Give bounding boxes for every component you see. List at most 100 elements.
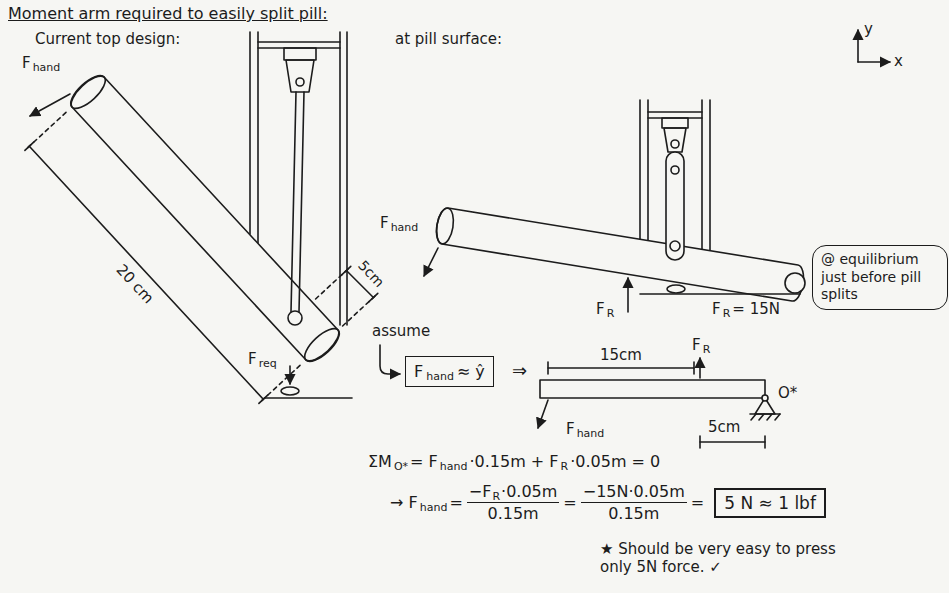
- assumption-box: Fhand≈ ŷ: [405, 356, 494, 387]
- box-text: @ equilibrium just before pill splits: [821, 251, 921, 302]
- axis-arrow: [858, 30, 890, 62]
- fraction: −15N·0.05m 0.15m: [581, 482, 687, 523]
- axis-label: y: [864, 20, 873, 38]
- force-arrow: [699, 358, 701, 378]
- label-text: F: [596, 300, 605, 318]
- subscript-text: hand: [577, 427, 605, 440]
- label-text: −15N·0.05m: [583, 482, 685, 501]
- label-text: 5cm: [708, 418, 740, 436]
- lever-arm: [66, 70, 111, 113]
- page-title: Moment arm required to easily split pill…: [8, 4, 328, 23]
- pin-support: [751, 414, 756, 420]
- condition-box: @ equilibrium just before pill splits: [812, 245, 948, 310]
- tube-wall: [249, 32, 251, 234]
- numerator: −15N·0.05m: [581, 482, 687, 503]
- dimension-line: [693, 362, 695, 374]
- assume-arrow: [380, 345, 400, 374]
- label-text: = 15N: [732, 300, 780, 318]
- piston: [648, 111, 702, 113]
- denominator: 0.15m: [608, 503, 659, 523]
- lever-arm: [436, 208, 803, 301]
- label-text: =: [449, 493, 462, 512]
- dimension-line: [699, 436, 701, 448]
- label-text: 15cm: [600, 346, 642, 364]
- label-text: 0.15m: [608, 504, 659, 523]
- label-text: 0.15m: [487, 504, 538, 523]
- tube-wall: [346, 32, 348, 325]
- label-text: ★ Should be very easy to press only 5N f…: [600, 540, 836, 576]
- dimension-label: 20 cm: [112, 260, 157, 307]
- subscript-text: hand: [420, 501, 448, 514]
- subscript-text: O*: [394, 460, 408, 473]
- label-text: F: [692, 336, 701, 354]
- subscript-text: hand: [33, 61, 61, 74]
- dimension-line: [548, 362, 765, 448]
- section-heading: at pill surface:: [395, 30, 502, 48]
- label-text: ·0.05m = 0: [570, 452, 660, 471]
- label-text: ΣM: [368, 452, 392, 471]
- piston: [671, 140, 679, 148]
- force-arrow: [538, 400, 548, 428]
- label-text: 20 cm: [112, 260, 157, 307]
- link-rod: [299, 92, 304, 312]
- box-text: F: [414, 362, 423, 381]
- link-rod: [291, 92, 296, 312]
- label-text: −F: [469, 482, 492, 501]
- piston: [286, 60, 314, 92]
- force-arrow: [424, 248, 438, 276]
- label-text: O*: [778, 384, 797, 402]
- label-text: ⇒: [512, 360, 527, 382]
- label-text: → F: [390, 493, 418, 512]
- pin-support: [762, 395, 768, 401]
- subscript-text: R: [561, 460, 569, 473]
- piston: [258, 41, 340, 43]
- beam: [540, 380, 765, 398]
- pill: [265, 397, 352, 399]
- pin-support: [759, 414, 764, 420]
- tube-wall: [339, 32, 341, 325]
- moment-equation: ΣMO*= Fhand·0.15m + FR·0.05m = 0: [368, 452, 660, 471]
- fraction: −FR·0.05m0.15m: [467, 482, 560, 523]
- pin-support: [767, 414, 772, 420]
- label-text: F: [22, 54, 31, 72]
- force-label: FR= 15N: [712, 300, 780, 318]
- denominator: 0.15m: [487, 503, 538, 523]
- link-rod: [288, 311, 302, 325]
- subscript-text: req: [259, 357, 277, 370]
- label-text: F: [566, 420, 575, 438]
- label-text: ·0.15m + F: [469, 452, 558, 471]
- pill: [667, 285, 685, 293]
- label-text: x: [894, 52, 903, 70]
- label-text: y: [864, 20, 873, 38]
- dimension-line: [25, 112, 378, 403]
- box-text: ≈ ŷ: [457, 362, 485, 381]
- force-arrow: [289, 366, 291, 384]
- piston: [648, 112, 702, 152]
- pin-support: [750, 395, 780, 420]
- dimension-line: [316, 268, 350, 299]
- label-text: F: [248, 350, 257, 368]
- force-arrow: [30, 94, 70, 116]
- piston: [662, 118, 688, 128]
- subscript-text: R: [723, 307, 731, 320]
- pill: [265, 387, 352, 398]
- beam: [540, 380, 765, 398]
- subscript-text: R: [703, 343, 711, 356]
- axis-arrow: [857, 30, 859, 62]
- subscript-text: hand: [391, 221, 419, 234]
- lever-arm: [66, 70, 345, 366]
- subscript-text: R: [607, 307, 615, 320]
- assume-arrow: [380, 345, 400, 374]
- dimension-line: [700, 441, 765, 443]
- link-rod: [671, 166, 679, 174]
- label-text: F: [712, 300, 721, 318]
- conclusion-note: ★ Should be very easy to press only 5N f…: [600, 540, 870, 576]
- axis-label: x: [894, 52, 903, 70]
- force-label: Freq: [248, 350, 277, 368]
- force-label: FR: [692, 336, 710, 354]
- piston: [296, 78, 304, 86]
- label-text: 5cm: [354, 257, 387, 291]
- link-rod: [288, 92, 304, 325]
- force-label: Fhand: [380, 214, 418, 232]
- dimension-line: [29, 146, 263, 399]
